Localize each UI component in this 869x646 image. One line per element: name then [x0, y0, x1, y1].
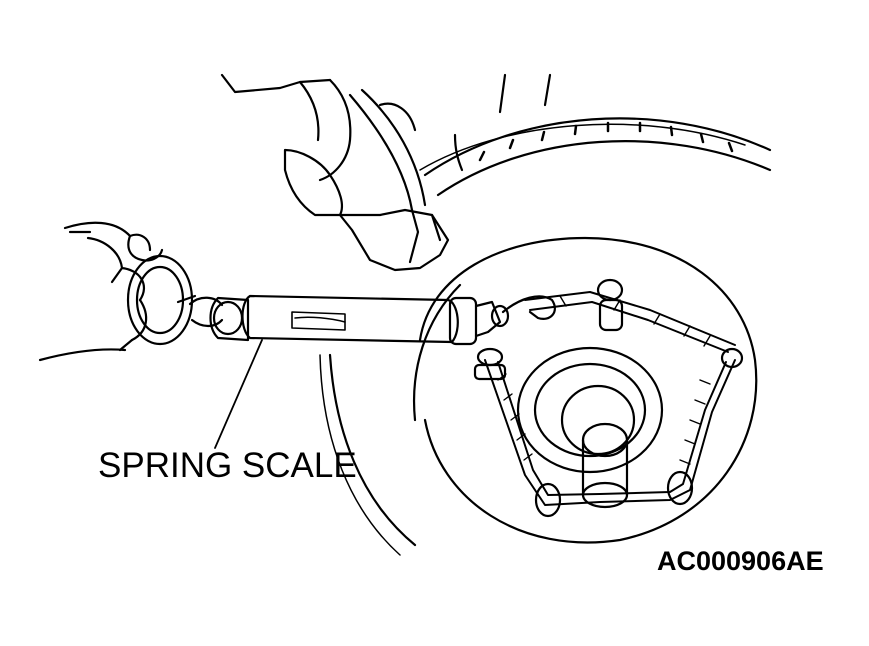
lug-studs: [473, 278, 744, 518]
brake-disc: [419, 117, 772, 197]
spring-scale-label: SPRING SCALE: [98, 446, 357, 485]
spring-scale: [188, 294, 556, 346]
cord-loop: [484, 291, 736, 506]
callout-leader: [214, 339, 263, 449]
figure-id: AC000906AE: [657, 546, 824, 576]
hand: [38, 221, 197, 362]
suspension-knuckle: [220, 73, 552, 272]
wheel-hub: [319, 236, 758, 556]
